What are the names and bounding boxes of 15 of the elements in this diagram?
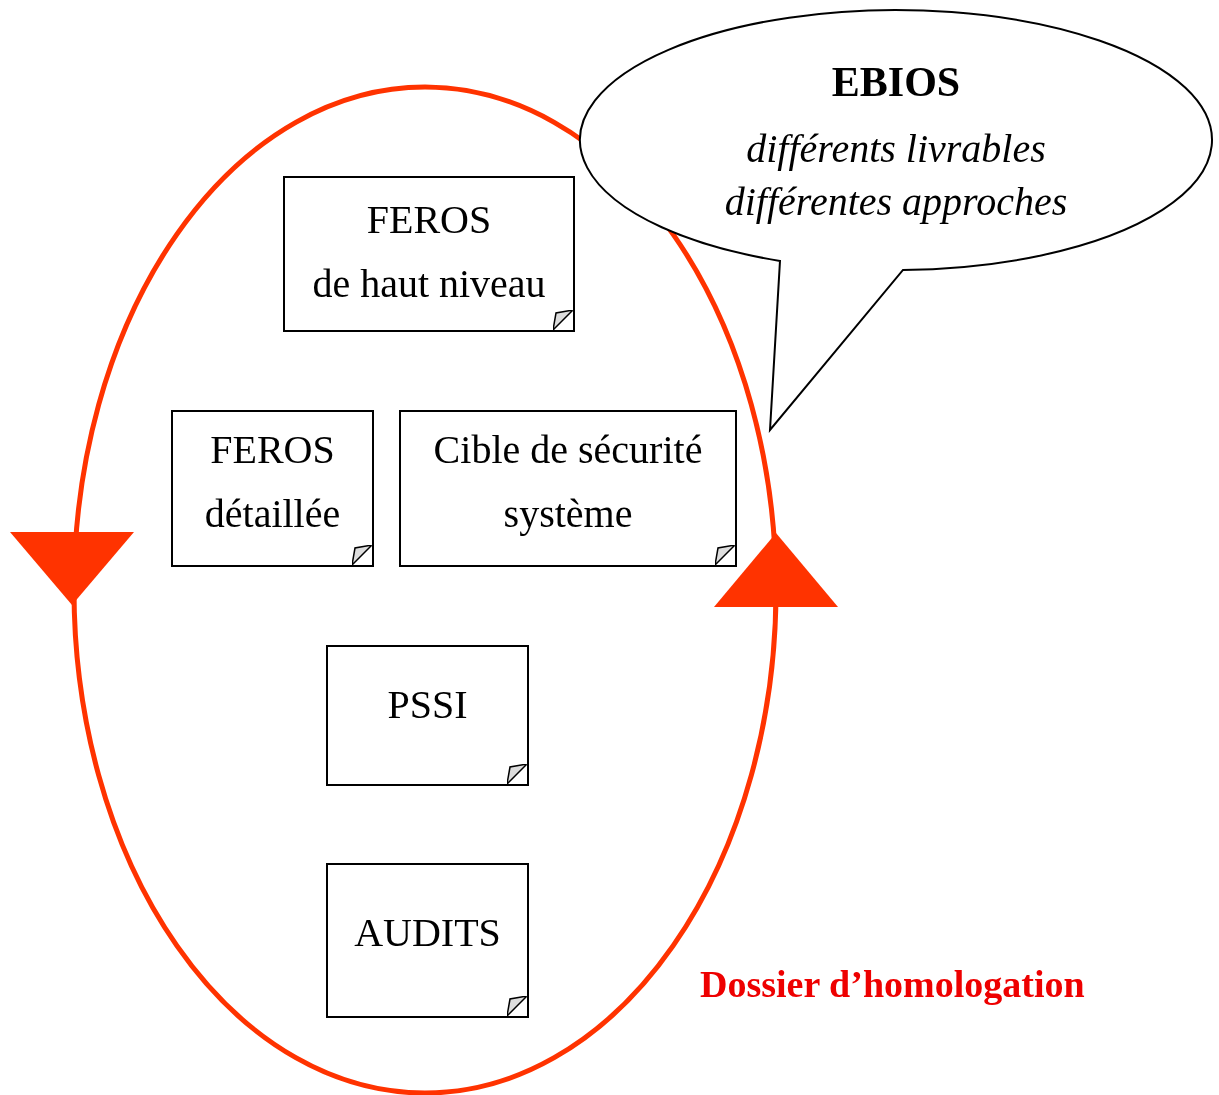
document-box xyxy=(326,863,529,1018)
document-box xyxy=(399,410,737,567)
document-box xyxy=(326,645,529,786)
document-box xyxy=(171,410,374,567)
document-title: Cible de sécurité système xyxy=(432,426,704,538)
bubble-title: EBIOS xyxy=(830,58,962,107)
bubble-text: différents livrables différentes approches xyxy=(723,125,1069,226)
document-title: PSSI xyxy=(387,681,468,729)
document-box xyxy=(283,176,575,332)
document-title: FEROS xyxy=(210,426,335,474)
document-title: AUDITS xyxy=(354,909,501,957)
group-label: Dossier d’homologation xyxy=(700,962,1085,1006)
document-title: de haut niveau xyxy=(312,260,546,308)
document-title: FEROS xyxy=(366,196,492,244)
document-title: détaillée xyxy=(204,490,341,538)
